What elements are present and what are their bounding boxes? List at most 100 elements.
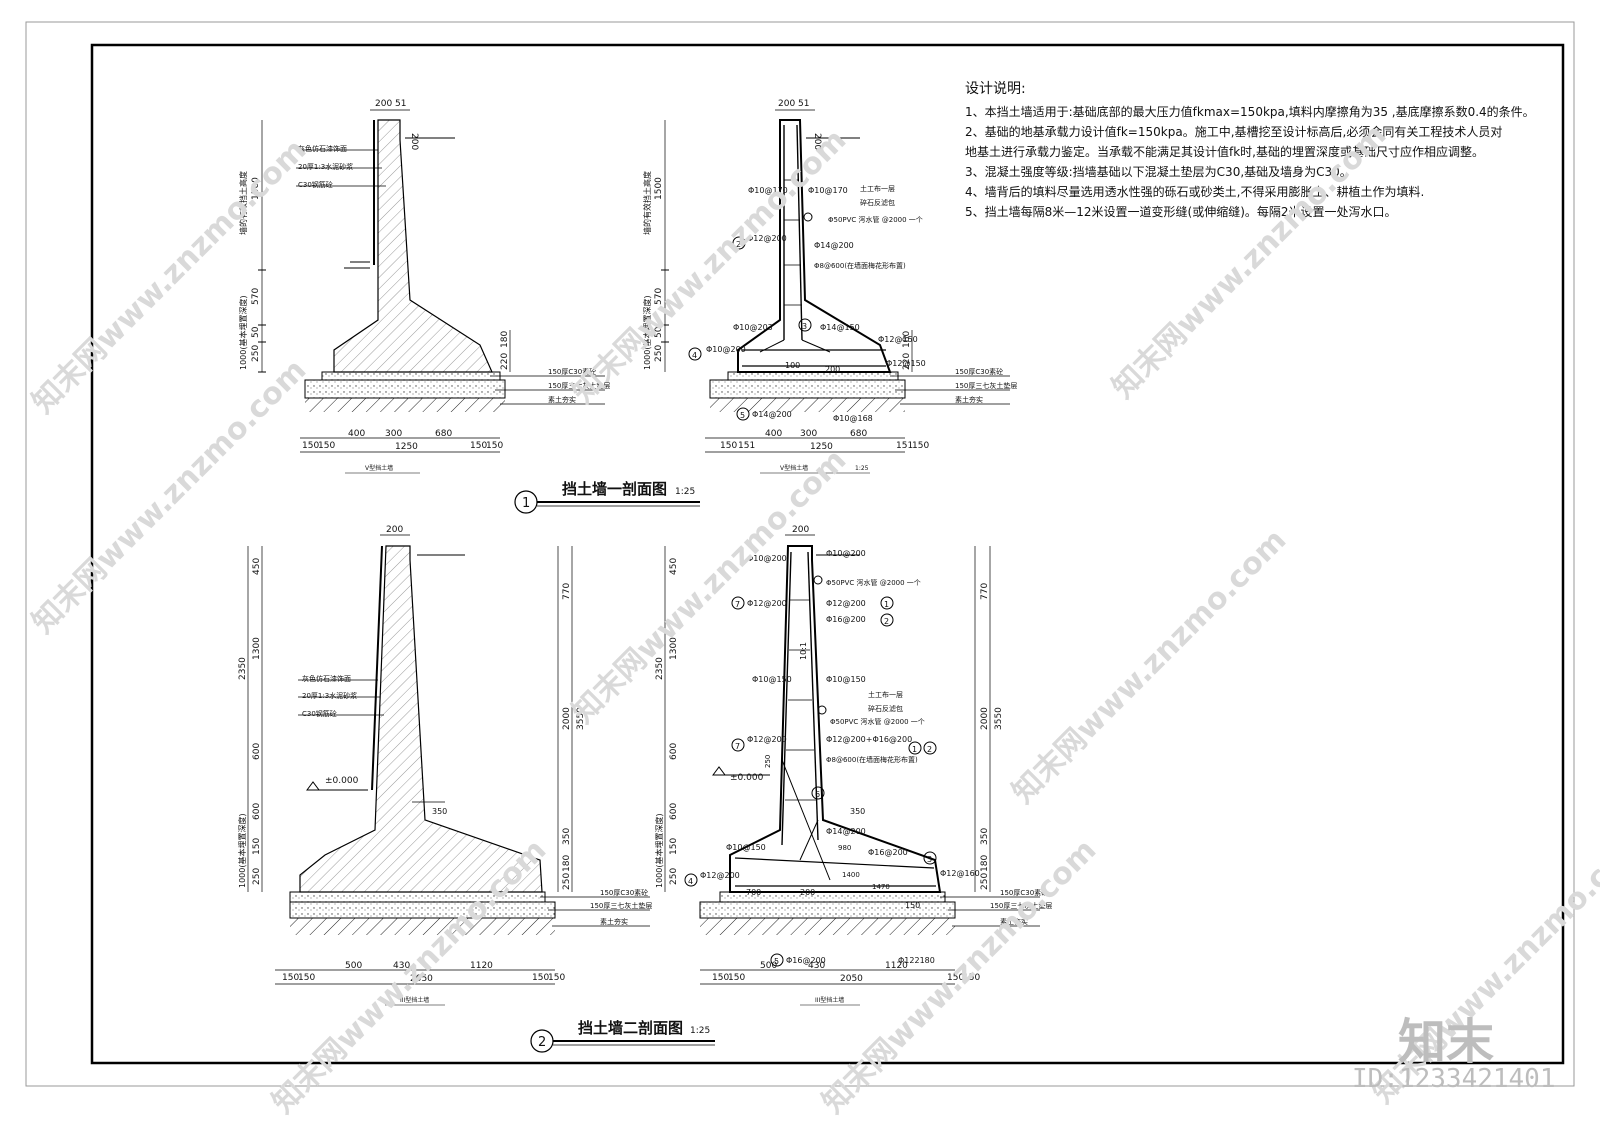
s2l-r2: 2000 <box>562 707 572 730</box>
s2r-rebar-8: Φ12@200 <box>747 735 787 744</box>
s2r-note-3: 碎石反滤包 <box>868 704 903 713</box>
s1l-vert-lab2: 1000(基本埋置深度) <box>238 295 248 370</box>
s2l-b1: 150 <box>282 973 299 983</box>
s1l-dim-570: 570 <box>251 288 261 305</box>
s1r-dim-50: 50 <box>654 326 664 338</box>
s2r-inner-3: 980 <box>838 844 851 852</box>
s1l-dim-50: 50 <box>251 326 261 338</box>
s1r-rdim-a: 180 <box>902 331 912 348</box>
s1r-rebar-4: Φ14@200 <box>814 241 854 250</box>
s2l-leader-3: C30钢筋砼 <box>302 709 337 718</box>
s2r-rebar-17: Φ122180 <box>898 956 935 965</box>
s1r-bot-2: 151 <box>738 441 755 451</box>
s1l-leader-3: C30钢筋砼 <box>298 180 333 189</box>
s1r-rebar-12: Φ10@168 <box>833 414 873 423</box>
s2r-rebar-15: Φ12@160 <box>940 869 980 878</box>
s2l-layer-2: 150厚三七灰土垫层 <box>590 901 652 910</box>
s1r-rdim-b: 220 <box>902 353 912 370</box>
s1l-bot-3: 400 <box>348 429 365 439</box>
s2r-inner-7: 200 <box>800 888 815 897</box>
s1l-bot-4: 300 <box>385 429 402 439</box>
s1l-bot-7: 150 <box>486 441 503 451</box>
s2r-vtotal: 2350 <box>655 657 665 680</box>
s1r-rebar-1: Φ10@170 <box>748 186 788 195</box>
s2l-total: 2050 <box>410 974 433 984</box>
sec2-right-wall <box>664 534 1040 985</box>
s1r-bot-7: 150 <box>912 441 929 451</box>
s1l-layer-2: 150厚三七灰土垫层 <box>548 381 610 390</box>
s2r-layer-3: 素土夯实 <box>1000 917 1028 926</box>
sec2-right-labels: 200 450 1300 600 600 150 250 2350 1000(基… <box>654 525 1052 1006</box>
notes-title: 设计说明: <box>965 81 1026 97</box>
s2l-caption: III型挡土墙 <box>400 996 429 1004</box>
s1r-rebar-7: Φ14@150 <box>820 323 860 332</box>
s2r-rebar-9: Φ12@200+Φ16@200 <box>826 735 912 744</box>
s1l-leader-1: 灰色仿石漆饰面 <box>298 144 347 153</box>
s2r-note-1: Φ50PVC 泻水管 @2000 一个 <box>826 578 921 587</box>
s1r-dim-570: 570 <box>654 288 664 305</box>
s1l-layer-3: 素土夯实 <box>548 395 576 404</box>
s2r-r5: 250 <box>980 873 990 890</box>
note-line-5: 4、墙背后的填料尽量选用透水性强的砾石或砂类土,不得采用膨胀土、耕植土作为填料. <box>965 185 1425 199</box>
s2r-mark-7: 6 <box>815 790 820 799</box>
s1r-bot-3: 400 <box>765 429 782 439</box>
s2r-inner-5: 1470 <box>872 883 890 891</box>
s1r-rebar-2: Φ10@170 <box>808 186 848 195</box>
s2r-vlab: 1000(基本埋置深度) <box>654 813 664 888</box>
s2l-toe: 350 <box>432 807 447 816</box>
s1r-bot-5: 680 <box>850 429 867 439</box>
s2l-r5: 250 <box>562 873 572 890</box>
s1r-rebar-11: Φ14@200 <box>752 410 792 419</box>
design-notes: 设计说明: 1、本挡土墙适用于:基础底部的最大压力值fkmax=150kpa,填… <box>965 78 1565 222</box>
s1r-layer-1: 150厚C30素砼 <box>955 367 1003 376</box>
s1r-layer-3: 素土夯实 <box>955 395 983 404</box>
s1r-inner-a: 100 <box>785 361 800 370</box>
s1l-rdim-a: 180 <box>500 331 510 348</box>
sec2-left-wall <box>247 534 650 985</box>
s1r-mark-4: 4 <box>692 351 697 360</box>
s2r-v2: 1300 <box>669 637 679 660</box>
s1l-rdim-b: 220 <box>500 353 510 370</box>
s2l-leader-2: 20厚1:3水泥砂浆 <box>302 691 357 700</box>
s1r-top-a: 200 <box>778 99 795 109</box>
s2l-v5: 150 <box>252 838 262 855</box>
s1r-rebar-6: Φ10@203 <box>733 323 773 332</box>
s1-scale: 1:25 <box>675 487 695 497</box>
s1r-top-right: 200 <box>812 133 822 150</box>
s2l-level: ±0.000 <box>325 776 359 786</box>
s1l-total: 1250 <box>395 442 418 452</box>
s2l-r3: 350 <box>562 828 572 845</box>
s2-num: 2 <box>538 1035 546 1050</box>
s1r-note-2: 碎石反滤包 <box>860 198 895 207</box>
note-line-4: 3、混凝土强度等级:挡墙基础以下混凝土垫层为C30,基础及墙身为C30。 <box>965 165 1352 179</box>
s1r-dim-250: 250 <box>654 345 664 362</box>
note-line-6: 5、挡土墙每隔8米—12米设置一道变形缝(或伸缩缝)。每隔2米设置一处泻水口。 <box>965 205 1397 219</box>
s2r-mark-9: 3 <box>927 855 932 864</box>
s2r-r2: 2000 <box>980 707 990 730</box>
s2r-mark-4: 1 <box>912 745 917 754</box>
sec1-left-wall <box>258 109 605 453</box>
s2l-b4: 430 <box>393 961 410 971</box>
s2r-mark-2: 1 <box>884 600 889 609</box>
s1l-layer-1: 150厚C30素砼 <box>548 367 596 376</box>
s1r-caption: V型挡土墙 <box>780 464 808 472</box>
s2r-rebar-5: Φ16@200 <box>826 615 866 624</box>
s1r-cap-scale: 1:25 <box>855 465 869 472</box>
s2l-b2: 150 <box>298 973 315 983</box>
s2r-note-2: 土工布一层 <box>868 690 903 699</box>
s2r-b2: 150 <box>728 973 745 983</box>
s2l-v1: 450 <box>252 558 262 575</box>
s1r-bot-6: 151 <box>896 441 913 451</box>
s1r-rebar-3: Φ12@200 <box>747 234 787 243</box>
s1l-bot-5: 680 <box>435 429 452 439</box>
s2r-layer-2: 150厚三七灰土垫层 <box>990 901 1052 910</box>
s1l-leader-2: 20厚1:3水泥砂浆 <box>298 162 353 171</box>
s2l-b7: 150 <box>548 973 565 983</box>
sheet-border <box>25 21 1575 1087</box>
s2r-rebar-7: Φ10@150 <box>826 675 866 684</box>
s1r-layer-2: 150厚三七灰土垫层 <box>955 381 1017 390</box>
s2r-slope: 10:1 <box>799 642 808 660</box>
s2r-mark-6: 7 <box>735 742 740 751</box>
s1r-rebar-8: Φ12@150 <box>878 335 918 344</box>
